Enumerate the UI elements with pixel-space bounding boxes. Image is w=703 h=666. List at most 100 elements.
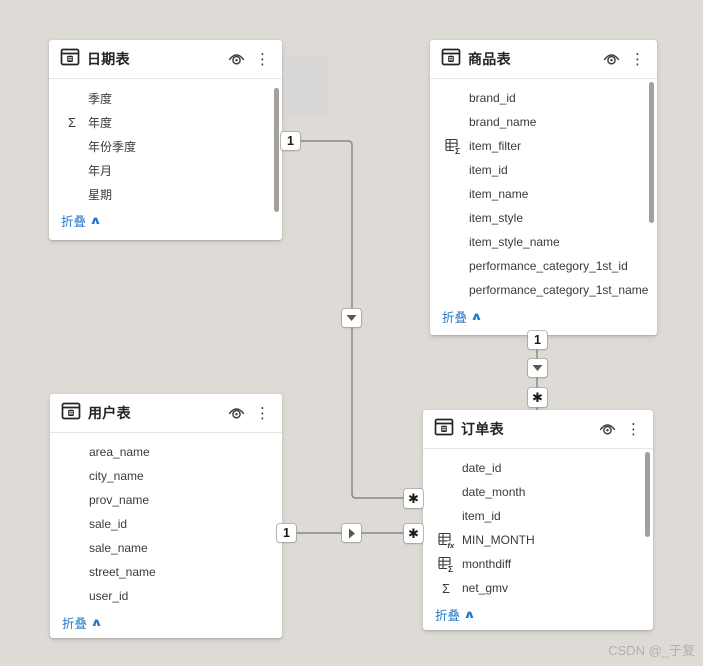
visibility-eye-icon[interactable] xyxy=(227,52,246,66)
cardinality-one-date-order[interactable]: 1 xyxy=(281,132,300,150)
table-icon xyxy=(60,47,80,72)
field-label: 星期 xyxy=(88,187,113,202)
collapse-link[interactable]: 折叠 ∧ xyxy=(430,307,657,326)
field-row-item-name[interactable]: item_name xyxy=(430,182,657,206)
field-row-prov-name[interactable]: prov_name xyxy=(50,488,282,512)
field-label: item_style xyxy=(469,211,524,225)
table-card-date-header[interactable]: 日期表 ⋮ xyxy=(49,40,282,78)
field-row-monthdiff[interactable]: Σ monthdiff xyxy=(423,552,653,576)
field-row-year[interactable]: Σ 年度 xyxy=(49,110,282,134)
cardinality-many-date-order[interactable]: ✱ xyxy=(404,489,423,508)
field-row-net-gmv[interactable]: Σ net_gmv xyxy=(423,576,653,600)
filter-direction-arrow-down-product-order[interactable] xyxy=(528,359,547,377)
more-options-icon[interactable]: ⋮ xyxy=(626,420,641,438)
field-row-year-quarter[interactable]: 年份季度 xyxy=(49,134,282,158)
sigma-icon: Σ xyxy=(67,114,77,130)
field-row-sale-id[interactable]: sale_id xyxy=(50,512,282,536)
filter-direction-arrow-right-user-order[interactable] xyxy=(342,524,361,542)
visibility-eye-icon[interactable] xyxy=(227,406,246,420)
field-row-brand-name[interactable]: brand_name xyxy=(430,110,657,134)
table-fx-icon: fx xyxy=(435,532,457,549)
field-row-sale-name[interactable]: sale_name xyxy=(50,536,282,560)
svg-text:Σ: Σ xyxy=(455,146,460,155)
table-icon xyxy=(441,47,461,72)
field-label: item_id xyxy=(469,163,508,177)
field-row-min-month[interactable]: fx MIN_MONTH xyxy=(423,528,653,552)
collapse-label: 折叠 xyxy=(442,311,468,325)
table-card-user[interactable]: 用户表 ⋮ area_name city_name pr xyxy=(50,394,282,638)
field-row-item-style[interactable]: item_style xyxy=(430,206,657,230)
table-card-date[interactable]: 日期表 ⋮ 季度 Σ 年度 年份季度 xyxy=(49,40,282,240)
cardinality-many-user-order[interactable]: ✱ xyxy=(404,524,423,543)
field-label: 年份季度 xyxy=(88,139,137,154)
cardinality-one-user-order[interactable]: 1 xyxy=(277,524,296,542)
header-divider xyxy=(50,432,282,433)
table-icon xyxy=(61,401,81,426)
field-label: 季度 xyxy=(88,91,113,106)
field-row-year-month[interactable]: 年月 xyxy=(49,158,282,182)
table-card-user-header[interactable]: 用户表 ⋮ xyxy=(50,394,282,432)
svg-text:Σ: Σ xyxy=(448,564,453,573)
field-row-performance-category-1st-name[interactable]: performance_category_1st_name xyxy=(430,278,657,302)
field-row-user-id[interactable]: user_id xyxy=(50,584,282,608)
collapse-link[interactable]: 折叠 ∧ xyxy=(423,605,653,624)
field-label: brand_name xyxy=(469,115,537,129)
field-row-area-name[interactable]: area_name xyxy=(50,440,282,464)
field-label: 年月 xyxy=(88,163,113,178)
field-label: city_name xyxy=(89,469,144,483)
filter-direction-arrow-down-date-order[interactable] xyxy=(342,309,361,327)
field-label: MIN_MONTH xyxy=(462,533,535,547)
header-divider xyxy=(423,448,653,449)
field-label: sale_id xyxy=(89,517,128,531)
field-row-performance-category-1st-id[interactable]: performance_category_1st_id xyxy=(430,254,657,278)
table-title: 日期表 xyxy=(87,51,130,67)
table-card-order[interactable]: 订单表 ⋮ date_id date_month ite xyxy=(423,410,653,630)
visibility-eye-icon[interactable] xyxy=(598,422,617,436)
field-label: item_filter xyxy=(469,139,522,153)
field-row-city-name[interactable]: city_name xyxy=(50,464,282,488)
cardinality-one-product-order[interactable]: 1 xyxy=(528,331,547,349)
field-row-item-filter[interactable]: Σ item_filter xyxy=(430,134,657,158)
more-options-icon[interactable]: ⋮ xyxy=(255,50,270,68)
field-row-item-style-name[interactable]: item_style_name xyxy=(430,230,657,254)
field-label: sale_name xyxy=(89,541,148,555)
cardinality-many-product-order[interactable]: ✱ xyxy=(528,388,547,407)
table-icon xyxy=(434,417,454,442)
field-row-date-month[interactable]: date_month xyxy=(423,480,653,504)
field-label: item_name xyxy=(469,187,529,201)
field-label: area_name xyxy=(89,445,150,459)
visibility-eye-icon[interactable] xyxy=(602,52,621,66)
field-label: 年度 xyxy=(88,115,113,130)
table-title: 商品表 xyxy=(468,51,511,67)
field-label: prov_name xyxy=(89,493,150,507)
field-row-date-id[interactable]: date_id xyxy=(423,456,653,480)
collapse-label: 折叠 xyxy=(61,215,87,229)
field-row-item-id[interactable]: item_id xyxy=(423,504,653,528)
svg-text:fx: fx xyxy=(447,541,454,549)
field-label: performance_category_1st_name xyxy=(469,283,649,297)
field-row-brand-id[interactable]: brand_id xyxy=(430,86,657,110)
field-label: item_style_name xyxy=(469,235,560,249)
scrollbar[interactable] xyxy=(274,88,279,212)
scrollbar[interactable] xyxy=(649,82,654,223)
field-row-quarter[interactable]: 季度 xyxy=(49,86,282,110)
field-row-street-name[interactable]: street_name xyxy=(50,560,282,584)
more-options-icon[interactable]: ⋮ xyxy=(630,50,645,68)
more-options-icon[interactable]: ⋮ xyxy=(255,404,270,422)
table-card-order-header[interactable]: 订单表 ⋮ xyxy=(423,410,653,448)
chevron-up-icon: ∧ xyxy=(470,311,483,323)
background-patch xyxy=(281,55,329,118)
table-card-product[interactable]: 商品表 ⋮ brand_id brand_name xyxy=(430,40,657,335)
field-label: date_month xyxy=(462,485,526,499)
collapse-link[interactable]: 折叠 ∧ xyxy=(50,613,282,632)
chevron-up-icon: ∧ xyxy=(463,609,476,621)
table-title: 用户表 xyxy=(88,405,131,421)
field-label: performance_category_1st_id xyxy=(469,259,628,273)
table-sigma-icon: Σ xyxy=(442,138,464,155)
field-row-weekday[interactable]: 星期 xyxy=(49,182,282,206)
scrollbar[interactable] xyxy=(645,452,650,537)
table-card-product-header[interactable]: 商品表 ⋮ xyxy=(430,40,657,78)
field-row-item-id[interactable]: item_id xyxy=(430,158,657,182)
collapse-link[interactable]: 折叠 ∧ xyxy=(49,211,282,230)
